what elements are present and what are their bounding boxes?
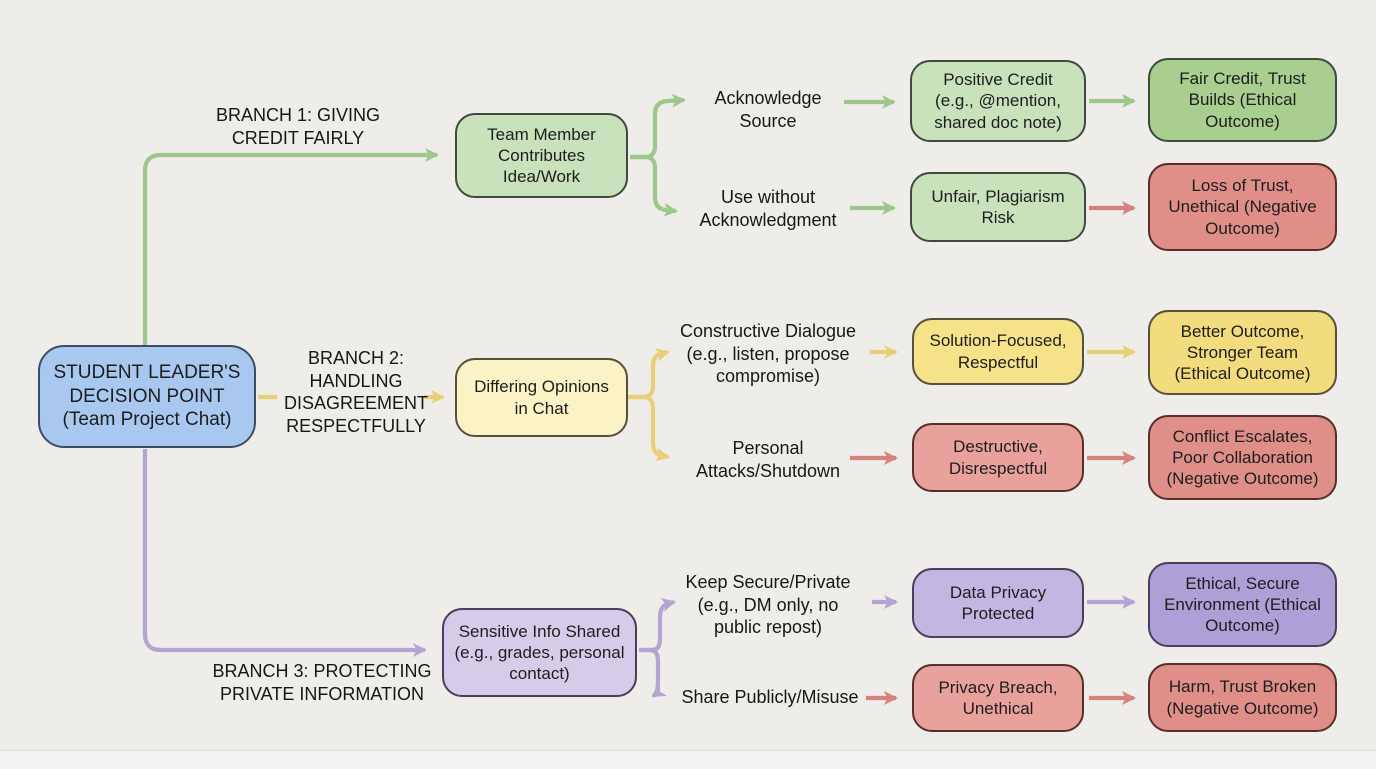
connector-branch1-trunk [142, 148, 439, 345]
branch2-trigger-node: Differing Opinions in Chat [455, 358, 628, 437]
branch3-result1-node: Data Privacy Protected [912, 568, 1084, 638]
branch1-outcome2-node: Loss of Trust, Unethical (Negative Outco… [1148, 163, 1337, 251]
branch1-trigger-node: Team Member Contributes Idea/Work [455, 113, 628, 198]
branch1-result1-node: Positive Credit (e.g., @mention, shared … [910, 60, 1086, 142]
branch2-outcome2-node: Conflict Escalates, Poor Collaboration (… [1148, 415, 1337, 500]
connector-branch2-split-up [628, 348, 670, 400]
branch1-outcome1-node: Fair Credit, Trust Builds (Ethical Outco… [1148, 58, 1337, 142]
connector-branch2-split-down [628, 394, 670, 462]
branch2-choice2-label: Personal Attacks/Shutdown [695, 438, 841, 481]
root-decision-node: STUDENT LEADER'S DECISION POINT (Team Pr… [38, 345, 256, 448]
branch2-result2-node: Destructive, Disrespectful [912, 423, 1084, 492]
connector-branch3-trunk [142, 449, 427, 657]
branch3-choice2-label: Share Publicly/Misuse [681, 687, 859, 707]
branch3-choice1-label: Keep Secure/Private (e.g., DM only, no p… [685, 572, 851, 637]
branch2-label: BRANCH 2: HANDLING DISAGREEMENT RESPECTF… [283, 348, 429, 436]
branch2-choice1-label: Constructive Dialogue (e.g., listen, pro… [679, 321, 857, 386]
branch3-outcome1-node: Ethical, Secure Environment (Ethical Out… [1148, 562, 1337, 647]
branch1-choice2-label: Use without Acknowledgment [699, 187, 837, 230]
connector-branch3-split-down [639, 647, 667, 698]
connector-branch3-split-up [639, 598, 676, 653]
branch1-label: BRANCH 1: GIVING CREDIT FAIRLY [215, 105, 381, 148]
branch3-label: BRANCH 3: PROTECTING PRIVATE INFORMATION [212, 661, 432, 704]
branch2-outcome1-node: Better Outcome, Stronger Team (Ethical O… [1148, 310, 1337, 395]
branch3-result2-node: Privacy Breach, Unethical [912, 664, 1084, 732]
branch1-result2-node: Unfair, Plagiarism Risk [910, 172, 1086, 242]
branch2-result1-node: Solution-Focused, Respectful [912, 318, 1084, 385]
connector-branch1-split-up [630, 93, 686, 160]
branch3-outcome2-node: Harm, Trust Broken (Negative Outcome) [1148, 663, 1337, 732]
branch3-trigger-node: Sensitive Info Shared (e.g., grades, per… [442, 608, 637, 697]
bottom-strip [0, 750, 1376, 769]
branch1-choice1-label: Acknowledge Source [714, 88, 822, 131]
connector-branch1-split-down [630, 154, 678, 217]
